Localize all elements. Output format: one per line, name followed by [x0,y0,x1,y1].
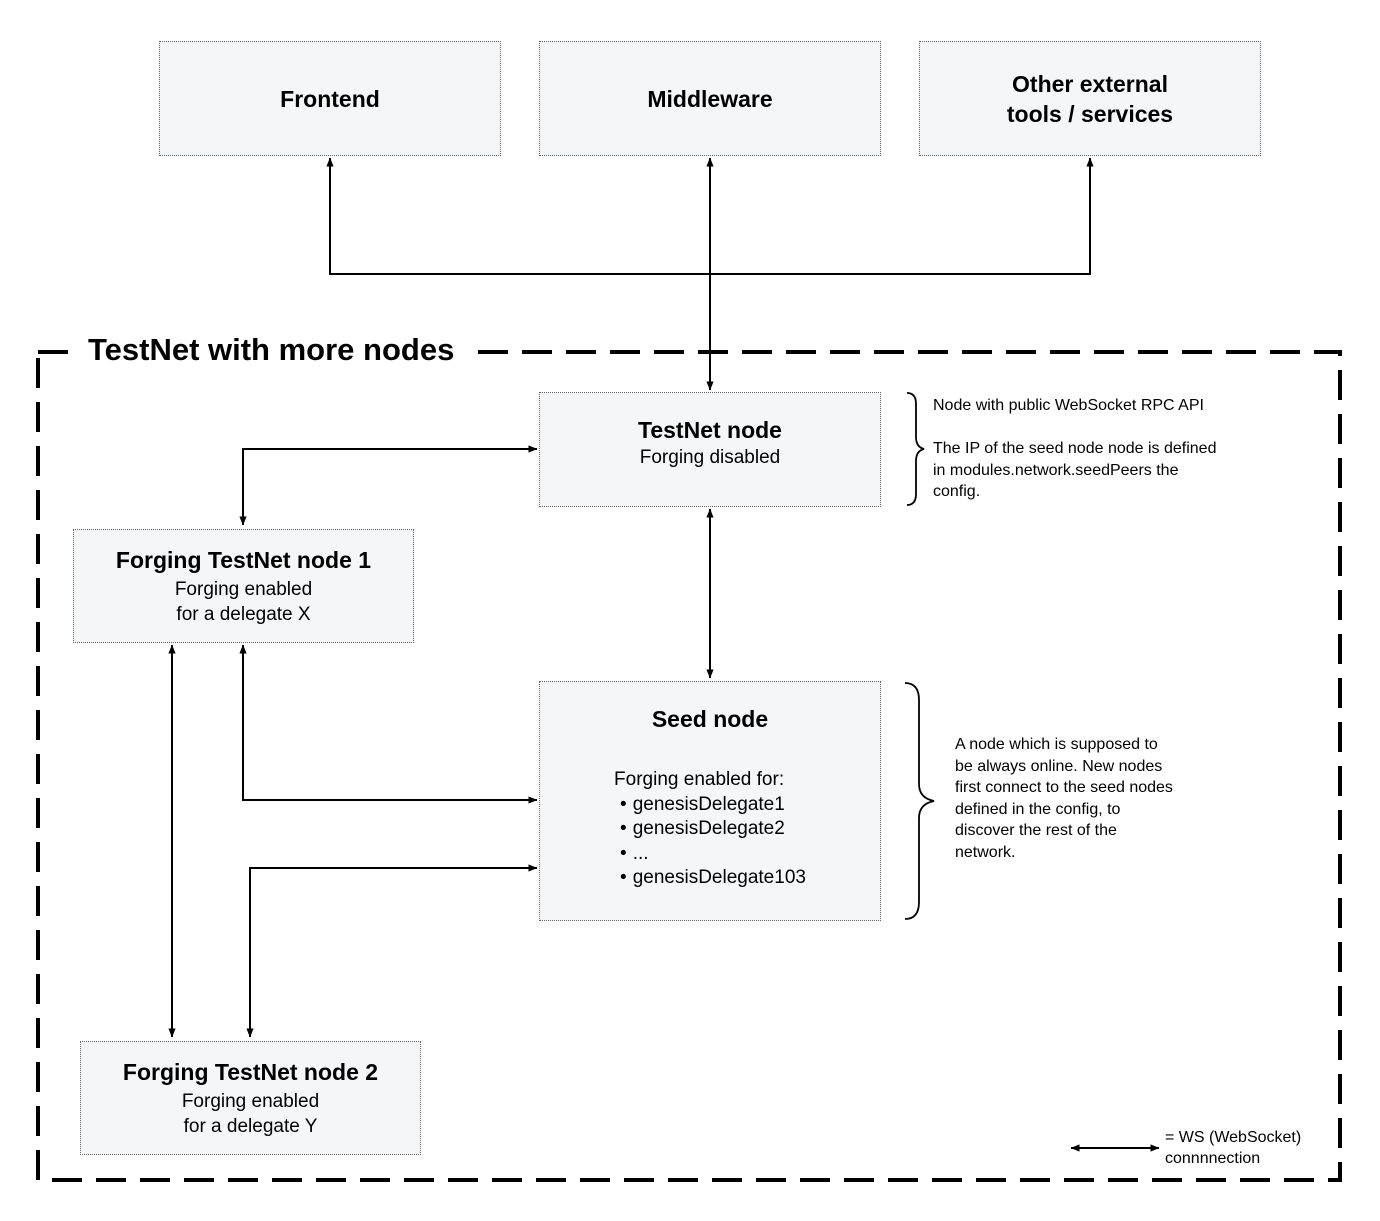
testnet-note-line1: Node with public WebSocket RPC API [933,397,1204,414]
testnet-node-box: TestNet node Forging disabled [539,392,881,507]
forging-node-2-line2: for a delegate Y [183,1116,318,1137]
forging-node-1-line1: Forging enabled [174,579,313,600]
seed-note-line1: A node which is supposed to [955,736,1158,753]
testnet-note-line4: config. [933,483,981,500]
middleware-label: Middleware [647,85,773,112]
seed-note-brace [904,682,935,920]
group-title: TestNet with more nodes [78,328,465,372]
group-border [36,350,1342,1182]
testnet-note-brace [906,392,925,506]
external-tools-label-line1: Other external [1012,70,1168,97]
seed-note-line4: defined in the config, to [955,800,1121,818]
legend-line2: connnnection [1165,1150,1261,1167]
seed-node-list-item: genesisDelegate2 [620,817,806,842]
forging-node-1-box: Forging TestNet node 1 Forging enabled f… [73,529,414,643]
connector-forging1-seed [239,644,538,804]
testnet-note-line2: The IP of the seed node node is defined [933,440,1217,457]
forging-node-1-title: Forging TestNet node 1 [115,547,372,573]
forging-node-2-box: Forging TestNet node 2 Forging enabled f… [80,1041,421,1155]
testnet-note-line3: in modules.network.seedPeers the [933,461,1179,479]
connector-forging1-testnet [239,445,538,526]
legend-line1: = WS (WebSocket) [1165,1129,1302,1146]
testnet-node-note: Node with public WebSocket RPC API The I… [933,395,1216,503]
seed-note-line2: be always online. New nodes [955,757,1163,775]
middleware-box: Middleware [539,41,881,156]
seed-node-list-item: genesisDelegate103 [620,866,806,891]
seed-note-line5: discover the rest of the [955,822,1117,839]
forging-node-2-title: Forging TestNet node 2 [122,1059,379,1085]
seed-node-forging-list: Forging enabled for: genesisDelegate1 ge… [614,768,806,891]
seed-note-line3: first connect to the seed nodes [955,779,1173,796]
seed-node-list-item: ... [620,842,806,867]
frontend-box: Frontend [159,41,501,156]
testnet-node-subtitle: Forging disabled [639,447,781,468]
external-tools-label-line2: tools / services [1006,100,1174,127]
connector-forging2-seed [246,864,538,1038]
forging-node-2-line1: Forging enabled [181,1091,320,1112]
forging-node-1-line2: for a delegate X [176,604,311,625]
testnet-node-title: TestNet node [638,417,782,443]
seed-node-note: A node which is supposed to be always on… [955,734,1173,863]
connector-bus-external [710,157,1094,275]
legend-label: = WS (WebSocket) connnnection [1165,1127,1301,1169]
external-tools-box: Other external tools / services [919,41,1261,156]
seed-node-title: Seed node [651,706,769,732]
frontend-label: Frontend [280,85,380,112]
seed-node-list-heading: Forging enabled for: [614,769,785,790]
seed-note-line6: network. [955,843,1016,861]
seed-node-box: Seed node Forging enabled for: genesisDe… [539,681,881,921]
connector-bus-frontend [326,157,710,275]
seed-node-list-item: genesisDelegate1 [620,793,806,818]
